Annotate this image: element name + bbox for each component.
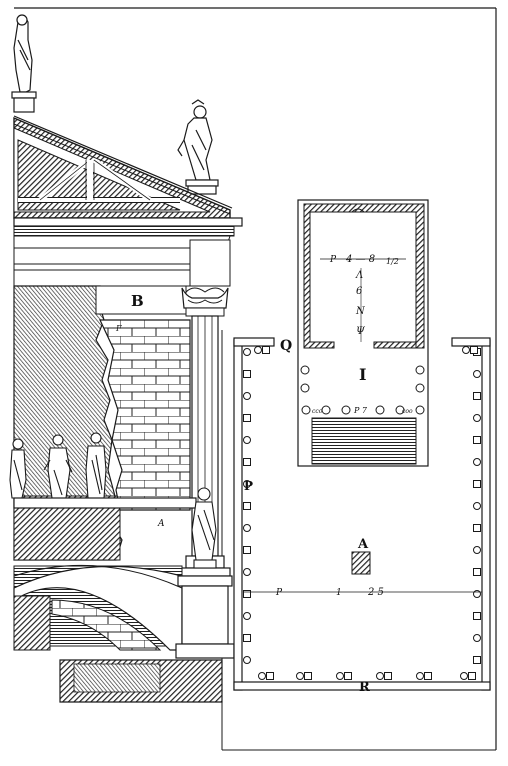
pilaster-square [473,436,481,444]
frieze-panel: B F [95,285,187,333]
vert-2: 6 [356,286,363,297]
pilaster-square [266,672,274,680]
vault-section [13,564,183,651]
plan-wall-pilasters [243,346,481,680]
cella-frac: 1/2 [386,257,399,266]
plan-cella-columns [300,365,425,415]
pilaster-column [243,656,251,664]
label-b: B [131,292,144,310]
cella-labels: P 4 — 8 1/2 Λ 6 Ν Ψ I P 7 cco coo [312,254,413,415]
vert-1: Λ [355,270,363,281]
vert-3: Ν [355,306,366,317]
pilaster-column [243,612,251,620]
pilaster-square [243,414,251,422]
statue-niche-1 [9,438,27,499]
pilaster-square [424,672,432,680]
statue-niche-3 [85,432,107,499]
pilaster-square [344,672,352,680]
cella-p: P [329,255,337,265]
label-a: A [357,537,369,552]
pilaster-square [473,568,481,576]
pilaster-square [473,392,481,400]
pediment [13,115,233,219]
pilaster-column [473,546,481,554]
pilaster-column [243,436,251,444]
pilaster-column [243,348,251,356]
pilaster-column [473,502,481,510]
pilaster-column [473,414,481,422]
floor-plan: P 4 — 8 1/2 Λ 6 Ν Ψ I P 7 cco coo Q P A … [233,199,491,695]
entablature [13,217,243,287]
dim-left: P [275,588,283,598]
pilaster-column [473,634,481,642]
ledge [13,497,197,509]
stone-wall [99,319,191,511]
pilaster-column [473,590,481,598]
statue-pediment-right [177,99,219,195]
plan-cella [297,199,429,467]
cella-top-dim: 4 — 8 [345,254,375,265]
pilaster-square [243,370,251,378]
col-right: coo [402,408,413,415]
label-i: I [359,365,366,384]
pilaster-square [262,346,270,354]
pilaster-column [243,392,251,400]
pilaster-square [473,656,481,664]
block-note: A [157,519,165,529]
pilaster-square [304,672,312,680]
pilaster-column [416,672,424,680]
pilaster-column [336,672,344,680]
pilaster-square [473,612,481,620]
pilaster-column [243,524,251,532]
pilaster-column [473,458,481,466]
pilaster-square [473,480,481,488]
niche-statues [9,432,107,499]
altar: A [351,537,371,575]
dimension-line: P 1 2 5 [244,587,482,598]
pilaster-column [473,370,481,378]
pilaster-square [384,672,392,680]
pilaster-column [296,672,304,680]
col-p7: P 7 [353,406,368,415]
foundation [59,659,223,703]
pilaster-column [462,346,470,354]
col-left: cco [312,408,323,415]
statue-column-base [191,487,217,569]
pilaster-column [254,346,262,354]
dim-right: 2 5 [367,587,384,598]
pilaster-square [243,590,251,598]
pier-note: F [115,324,122,333]
pilaster-column [243,568,251,576]
pilaster-square [243,634,251,642]
label-p-side: P [244,479,253,493]
label-r: R [359,680,370,695]
elevation-section: B F [9,14,243,703]
statue-niche-2 [43,434,73,499]
pilaster-square [473,524,481,532]
pilaster-square [243,458,251,466]
pilaster-column [243,480,251,488]
pilaster-square [470,346,478,354]
pilaster-square [243,546,251,554]
pilaster-column [258,672,266,680]
label-q: Q [280,338,292,354]
pilaster-column [376,672,384,680]
dim-mid: 1 [336,588,342,598]
pedestal [175,575,235,659]
pilaster-square [243,502,251,510]
pilaster-column [460,672,468,680]
plan-outer-walls [233,337,491,691]
statue-top-left [11,14,37,113]
pilaster-square [468,672,476,680]
